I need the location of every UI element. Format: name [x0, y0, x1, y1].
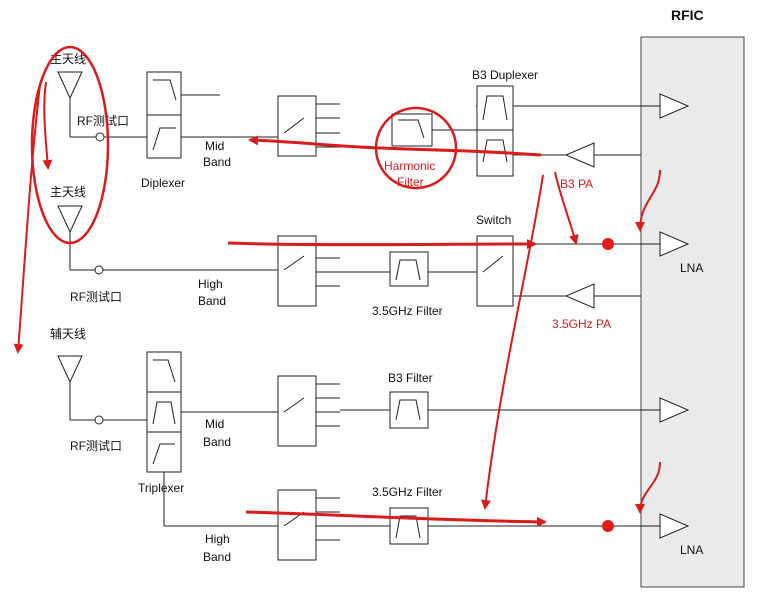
triplexer-label: Triplexer [138, 481, 184, 495]
lna-2-label: LNA [680, 543, 703, 557]
test-port-2-label: RF测试口 [70, 289, 122, 304]
band-mid-1b: Band [203, 155, 231, 169]
diplexer-label: Diplexer [141, 176, 185, 190]
arrow-antenna-down-1 [42, 81, 53, 170]
lna-2 [659, 513, 690, 539]
b3-filter [389, 391, 429, 429]
switch-row1 [277, 95, 340, 157]
lna-1-label: LNA [680, 261, 703, 275]
b3-duplexer [476, 85, 514, 177]
arrow-antenna-down-2 [13, 84, 41, 354]
harmonic-filter [391, 113, 433, 147]
switch-row2 [277, 235, 340, 307]
band-mid-1a: Mid [205, 139, 224, 153]
arrow-pa-to-low [480, 174, 544, 510]
antenna-main-2 [57, 205, 278, 275]
rx-path-arrow-1 [227, 239, 537, 250]
red-dot-1 [602, 238, 614, 250]
filter-35ghz-bottom [389, 507, 429, 545]
rf-switch [476, 235, 514, 307]
red-dot-2 [602, 520, 614, 532]
b3-filter-label: B3 Filter [388, 371, 433, 385]
b3-pa-label: B3 PA [560, 177, 593, 191]
harmonic-label-a: Harmonic [384, 159, 435, 173]
switch-row3 [277, 375, 340, 447]
antenna-main-2-label: 主天线 [50, 185, 86, 199]
rfic-label: RFIC [671, 7, 704, 23]
arrow-rfic-lna-1 [635, 169, 661, 232]
antenna-main-1-label: 主天线 [50, 52, 86, 66]
lna-1 [659, 231, 690, 257]
filter-35ghz-bottom-label: 3.5GHz Filter [372, 485, 443, 499]
band-high-2b: Band [203, 550, 231, 564]
arrow-rfic-lna-2 [635, 461, 661, 514]
band-mid-2a: Mid [205, 417, 224, 431]
band-high-2a: High [205, 532, 230, 546]
pa-35ghz-label: 3.5GHz PA [552, 317, 611, 331]
pa-35ghz [564, 283, 595, 309]
switch-row4 [277, 489, 340, 561]
b3-pa [564, 142, 595, 168]
antenna-highlight-ellipse [30, 45, 110, 245]
band-high-1b: Band [198, 294, 226, 308]
triplexer [146, 351, 182, 473]
filter-35ghz-top [389, 251, 429, 287]
antenna-main-1 [57, 71, 147, 142]
rfic-block [640, 36, 745, 588]
rx-amp-1 [659, 93, 690, 119]
b3-duplexer-label: B3 Duplexer [472, 68, 538, 82]
diplexer [146, 71, 182, 159]
test-port-3-label: RF测试口 [70, 438, 122, 453]
rx-amp-3 [659, 397, 690, 423]
switch-label: Switch [476, 213, 511, 227]
band-high-1a: High [198, 277, 223, 291]
rx-path-arrow-2 [245, 510, 547, 527]
tx-path-arrow [248, 135, 542, 157]
harmonic-label-b: Filter [397, 175, 424, 189]
antenna-aux-label: 辅天线 [50, 327, 86, 341]
antenna-aux [57, 355, 147, 425]
band-mid-2b: Band [203, 435, 231, 449]
arrow-pa-to-lna [554, 171, 579, 245]
filter-35ghz-top-label: 3.5GHz Filter [372, 304, 443, 318]
test-port-1-label: RF测试口 [77, 113, 129, 128]
